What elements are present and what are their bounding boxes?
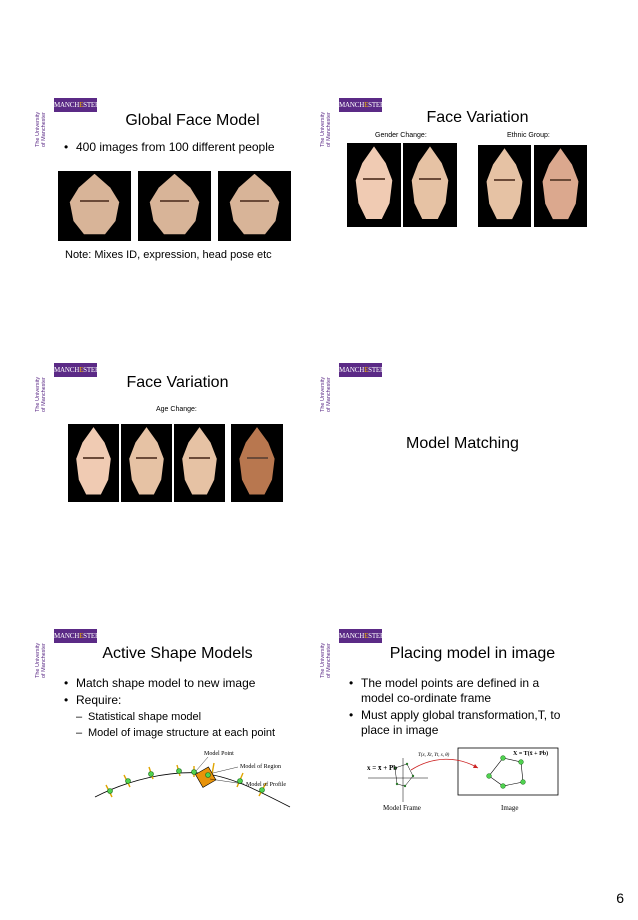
face-image bbox=[58, 171, 131, 241]
manchester-logo: MANCHESTER bbox=[339, 629, 385, 643]
face-image bbox=[403, 143, 457, 227]
slide-title: Placing model in image bbox=[389, 645, 556, 662]
gender-change-label: Gender Change: bbox=[375, 132, 427, 139]
slide-title: Face Variation bbox=[426, 109, 529, 126]
slide-title: Face Variation bbox=[126, 374, 229, 391]
sub-bullet-item: Statistical shape model bbox=[64, 710, 275, 725]
face-image bbox=[231, 424, 283, 502]
bullet-item: Match shape model to new image bbox=[64, 676, 275, 691]
manchester-logo: MANCHESTER bbox=[339, 98, 385, 112]
model-point-label: Model Point bbox=[204, 751, 234, 757]
slide-title: Model Matching bbox=[406, 435, 519, 452]
model-placement-diagram: x = x̄ + Pb T(x, Xt, Yt, s, θ) X = T(x̄ … bbox=[367, 747, 559, 812]
face-image bbox=[174, 424, 225, 502]
bullet-item: 400 images from 100 different people bbox=[64, 140, 275, 155]
bullet-list: Match shape model to new image Require: … bbox=[64, 676, 275, 742]
sub-bullet-item: Model of image structure at each point bbox=[64, 726, 275, 741]
age-change-label: Age Change: bbox=[156, 406, 197, 413]
face-image bbox=[534, 145, 587, 227]
equation-model: x = x̄ + Pb bbox=[367, 764, 397, 772]
bullet-item: Require: bbox=[64, 693, 275, 708]
image-label: Image bbox=[501, 804, 519, 812]
face-image bbox=[347, 143, 401, 227]
face-image bbox=[218, 171, 291, 241]
face-image bbox=[68, 424, 119, 502]
manchester-logo: MANCHESTER bbox=[54, 363, 100, 377]
slide-title: Global Face Model bbox=[125, 112, 260, 129]
bullet-list: 400 images from 100 different people bbox=[64, 140, 275, 157]
ethnic-group-label: Ethnic Group: bbox=[507, 132, 550, 139]
model-frame-label: Model Frame bbox=[383, 804, 421, 812]
bullet-item: The model points are defined in a model … bbox=[349, 676, 574, 706]
bullet-list: The model points are defined in a model … bbox=[349, 676, 574, 740]
equation-image: X = T(x̄ + Pb) bbox=[513, 750, 548, 757]
bullet-item: Must apply global transformation,T, to p… bbox=[349, 708, 574, 738]
shape-model-diagram: Model Point Model of Region Model of Pro… bbox=[94, 751, 291, 808]
face-image bbox=[478, 145, 531, 227]
manchester-logo: MANCHESTER bbox=[54, 98, 100, 112]
slide-title: Active Shape Models bbox=[102, 645, 253, 662]
face-image bbox=[121, 424, 172, 502]
manchester-logo: MANCHESTER bbox=[54, 629, 100, 643]
model-profile-label: Model of Profile bbox=[246, 781, 286, 788]
manchester-logo: MANCHESTER bbox=[339, 363, 385, 377]
face-image bbox=[138, 171, 211, 241]
model-region-label: Model of Region bbox=[240, 763, 281, 770]
note-text: Note: Mixes ID, expression, head pose et… bbox=[65, 249, 272, 261]
equation-transform: T(x, Xt, Yt, s, θ) bbox=[418, 753, 450, 758]
page-number: 6 bbox=[616, 890, 624, 906]
